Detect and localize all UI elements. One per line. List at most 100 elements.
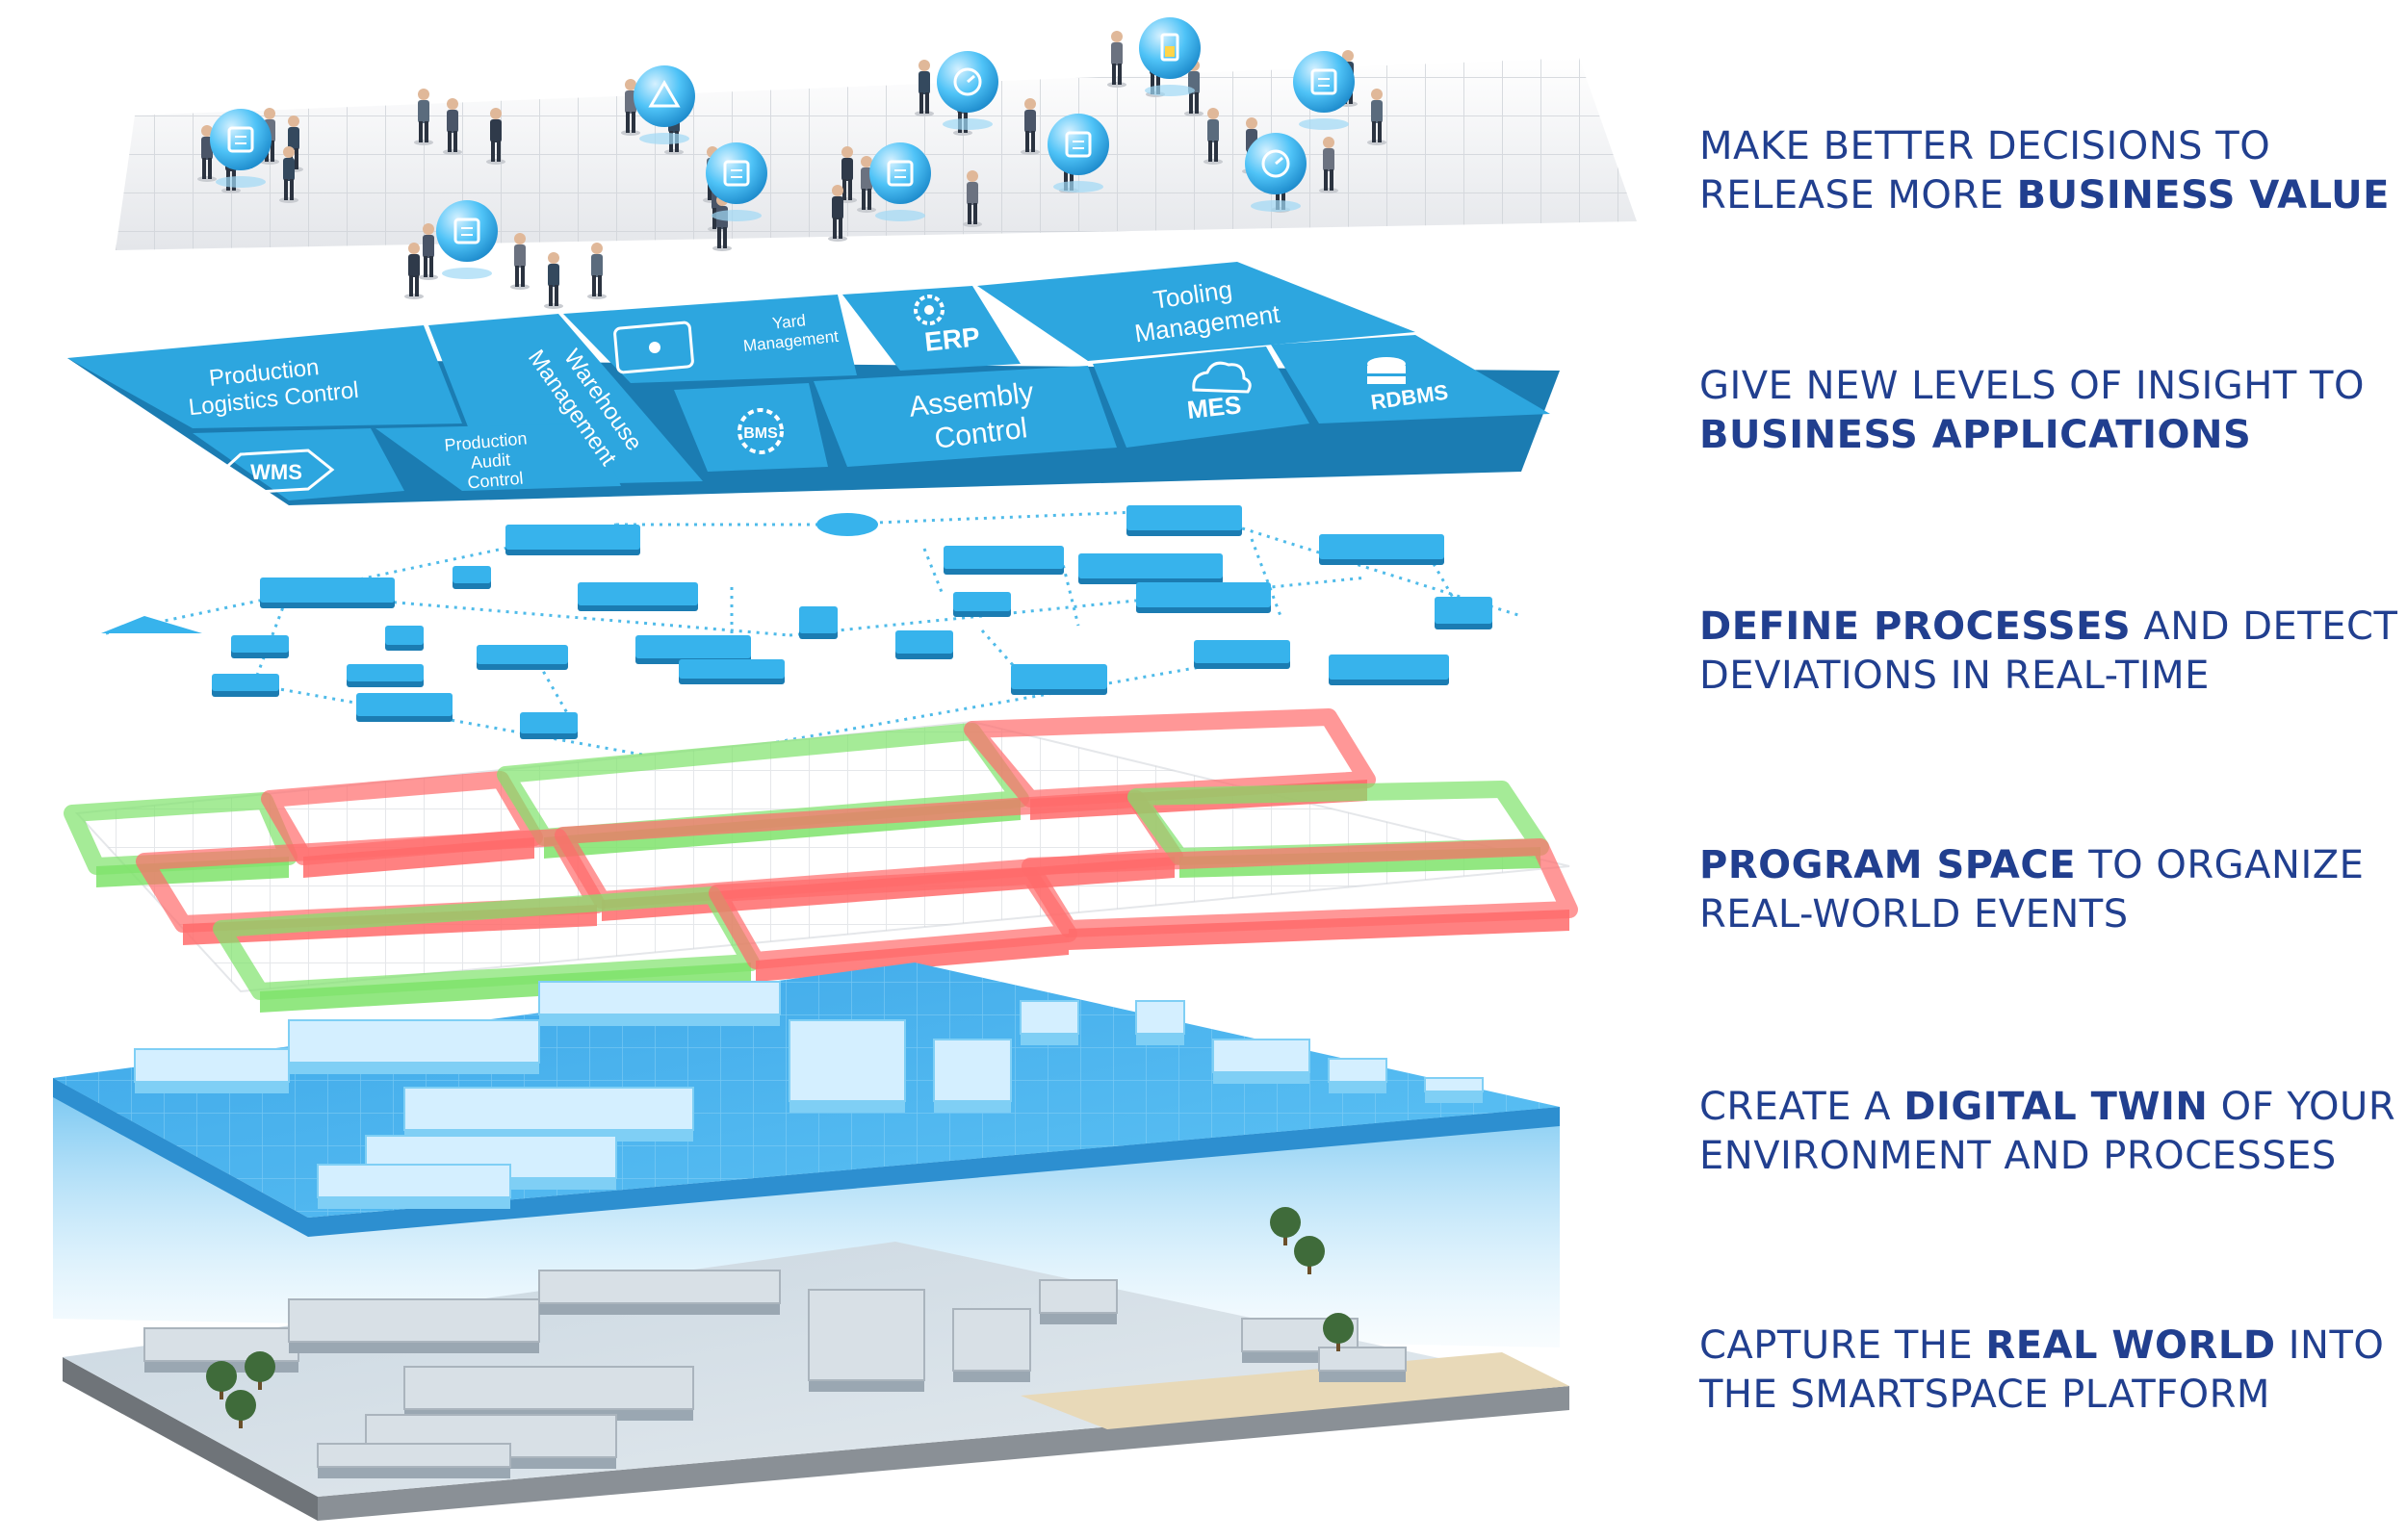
person-head: [264, 108, 275, 119]
person-shadow: [1107, 82, 1126, 88]
person-figure: [443, 98, 462, 155]
real-building-roof: [403, 1366, 694, 1410]
process-block-top: [944, 546, 1064, 569]
person-leg: [1330, 169, 1333, 191]
process-block: [635, 635, 751, 664]
twin-building-roof: [1424, 1077, 1484, 1092]
person-shadow: [1184, 111, 1204, 116]
tree-trunk: [239, 1415, 243, 1428]
process-block: [212, 674, 279, 697]
real-side-left: [63, 1357, 318, 1521]
person-leg: [202, 158, 206, 179]
person-figure: [404, 243, 424, 299]
process-block: [260, 578, 395, 608]
battery-body: [1160, 33, 1179, 62]
person-shadow: [486, 159, 505, 165]
person-leg: [290, 179, 294, 200]
person-figure: [279, 146, 298, 203]
person-leg: [1151, 73, 1154, 94]
caption-line: DEVIATIONS IN REAL-TIME: [1699, 652, 2393, 701]
process-block-top: [635, 635, 751, 658]
person-head: [288, 116, 299, 127]
process-block: [231, 635, 289, 658]
process-connector: [384, 600, 790, 637]
person-figure: [197, 125, 217, 182]
process-block-top: [505, 525, 640, 550]
twin-buildings: [134, 981, 1484, 1209]
person-figure: [284, 116, 303, 172]
icon-bubble: [1245, 133, 1307, 212]
caption-line: ENVIRONMENT AND PROCESSES: [1699, 1132, 2393, 1181]
person-leg: [839, 218, 842, 239]
caption-emphasis: DEFINE PROCESSES: [1699, 604, 2132, 649]
dial-hand: [967, 74, 975, 84]
twin-building: [1212, 1039, 1310, 1084]
person-figure: [915, 60, 934, 116]
process-block: [679, 659, 785, 684]
person-body: [514, 244, 526, 268]
person-leg: [1276, 189, 1280, 210]
person-figure: [838, 146, 857, 203]
person-shadow: [544, 303, 563, 309]
process-block-top: [520, 712, 578, 733]
person-head: [447, 98, 458, 110]
twin-building-roof: [403, 1087, 694, 1131]
person-shadow: [857, 207, 876, 213]
real-building-roof: [288, 1298, 540, 1343]
process-block: [1136, 582, 1271, 613]
people-icon: [227, 126, 254, 153]
real-building: [288, 1298, 540, 1353]
app-label-production-audit-2: Audit: [470, 449, 511, 473]
person-leg: [842, 179, 846, 200]
process-block: [1194, 640, 1290, 669]
twin-building: [403, 1087, 694, 1142]
icon-bubble: [1139, 17, 1201, 96]
caption-line: CREATE A DIGITAL TWIN OF YOUR: [1699, 1083, 2395, 1132]
person-leg: [1208, 141, 1212, 162]
person-leg: [717, 227, 721, 248]
process-block-top: [1126, 505, 1242, 530]
person-figure: [587, 243, 607, 299]
person-shadow: [915, 111, 934, 116]
icon-bubble: [634, 65, 695, 144]
person-leg: [521, 266, 525, 287]
caption-emphasis: REAL WORLD: [1985, 1323, 2276, 1368]
twin-building: [134, 1048, 290, 1093]
bubble: [1048, 114, 1109, 175]
caption-line: REAL-WORLD EVENTS: [1699, 890, 2393, 939]
digital-twin-layer: [53, 962, 1560, 1348]
caption-line: PROGRAM SPACE TO ORGANIZE: [1699, 841, 2393, 890]
process-block: [1011, 664, 1107, 695]
person-shadow: [1021, 149, 1040, 155]
real-building-roof: [808, 1289, 925, 1381]
process-block-top: [895, 630, 953, 654]
icon-bubble: [869, 142, 931, 221]
caption-text: REAL-WORLD EVENTS: [1699, 892, 2129, 937]
bubble-shadow: [875, 210, 925, 221]
process-block: [1126, 505, 1242, 536]
clipboard-icon: [1065, 131, 1092, 158]
process-connector: [980, 629, 1022, 675]
person-head: [967, 170, 978, 182]
person-leg: [284, 179, 288, 200]
tree-crown: [245, 1351, 275, 1382]
real-building-roof: [1039, 1279, 1118, 1314]
process-block: [505, 525, 640, 555]
gear-icon: [914, 295, 945, 325]
person-figure: [414, 89, 433, 145]
process-block-top: [347, 664, 424, 681]
caption-line: GIVE NEW LEVELS OF INSIGHT TO: [1699, 362, 2393, 411]
person-leg: [968, 203, 971, 224]
twin-building: [789, 1019, 906, 1113]
person-leg: [973, 203, 977, 224]
person-leg: [415, 275, 419, 296]
person-leg: [848, 179, 852, 200]
person-leg: [592, 275, 596, 296]
person-figure: [1107, 31, 1126, 88]
process-block: [895, 630, 953, 659]
twin-building: [933, 1039, 1012, 1113]
twin-building: [1020, 1000, 1079, 1045]
process-block: [953, 592, 1011, 617]
